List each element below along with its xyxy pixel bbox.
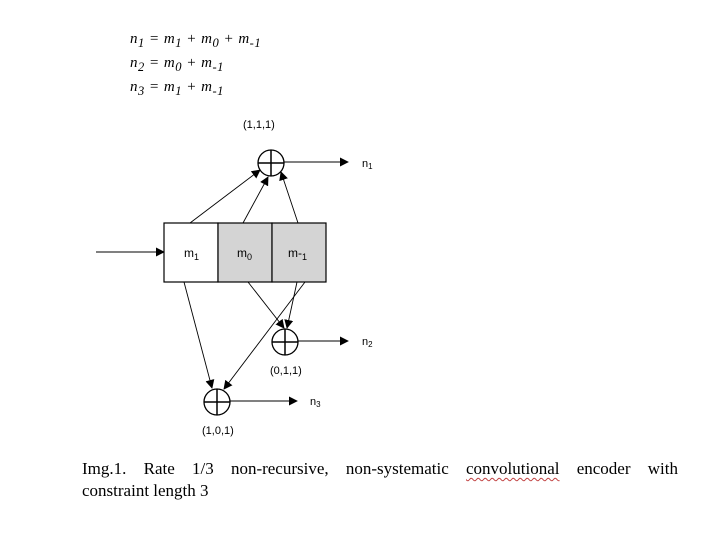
caption-word: encoder — [576, 459, 631, 478]
caption-word: non-recursive, — [230, 459, 329, 478]
tap-m0-to-n1 — [242, 176, 269, 224]
equation-term: m-1 — [201, 79, 224, 98]
caption-word: with — [647, 459, 678, 478]
output-label-n3: n3 — [310, 396, 321, 409]
register-cell-m-1 — [271, 222, 327, 283]
caption-word: Img.1. — [82, 459, 127, 478]
tap-m-1-to-n3 — [223, 281, 306, 390]
output-label-n2: n2 — [362, 336, 373, 349]
equation-n3: n3 = m1 + m-1 — [130, 79, 224, 98]
adder-taps-label: (1,0,1) — [202, 425, 234, 437]
register-label-m1: m1 — [184, 246, 199, 262]
equation-n2: n2 = m0 + m-1 — [130, 55, 224, 74]
caption-line-2: constraint length 3 — [82, 481, 209, 500]
equation-lhs: n1 — [130, 31, 145, 50]
tap-m-1-to-n2 — [284, 281, 298, 329]
register-cell-m0 — [217, 222, 273, 283]
caption-word: Rate — [143, 459, 175, 478]
caption-word: convolutional — [466, 459, 560, 478]
equation-term: m1 — [163, 31, 182, 50]
register-label-m0: m0 — [237, 246, 252, 262]
equation-n1: n1 = m1 + m0 + m-1 — [130, 31, 262, 50]
tap-m1-to-n1 — [189, 169, 261, 224]
shift-register: m1 m0 m-1 — [163, 222, 327, 283]
tap-m-1-to-n1 — [279, 171, 299, 224]
adder-n1: (1,1,1) n1 — [243, 119, 373, 177]
equation-term: m0 — [201, 31, 220, 50]
equation-lhs: n2 — [130, 55, 145, 74]
register-label-m-1: m-1 — [288, 246, 307, 262]
caption-line-1: Img.1. Rate 1/3 non-recursive, non-systemati… — [82, 458, 678, 480]
adder-n2: (0,1,1) n2 — [270, 328, 373, 377]
adder-taps-label: (0,1,1) — [270, 365, 302, 377]
figure-caption: Img.1. Rate 1/3 non-recursive, non-systemati… — [82, 458, 678, 502]
output-label-n1: n1 — [362, 158, 373, 171]
equation-lhs: n3 — [130, 79, 145, 98]
adder-taps-label: (1,1,1) — [243, 119, 275, 131]
caption-word: non-systematic — [345, 459, 449, 478]
caption-word: 1/3 — [191, 459, 214, 478]
adder-n3: (1,0,1) n3 — [202, 388, 321, 437]
equation-term: m0 — [163, 55, 182, 74]
equation-term: m1 — [163, 79, 182, 98]
tap-m1-to-n3 — [183, 281, 215, 389]
equation-term: m-1 — [238, 31, 262, 50]
equation-term: m-1 — [201, 55, 224, 74]
tap-m0-to-n2 — [247, 281, 285, 329]
